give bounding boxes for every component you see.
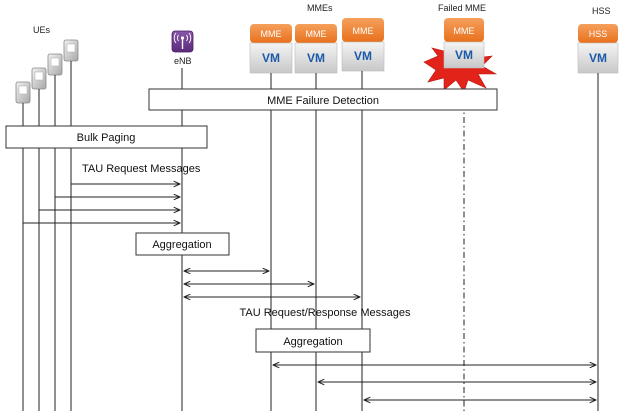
svg-text:VM: VM bbox=[262, 51, 280, 65]
failure-detection-label: MME Failure Detection bbox=[267, 95, 379, 107]
failed-mme-label: Failed MME bbox=[438, 3, 486, 13]
hss-node: HSS VM bbox=[577, 24, 619, 74]
ue-phone-icon bbox=[63, 39, 79, 62]
hss-label: HSS bbox=[592, 6, 611, 16]
svg-text:MME: MME bbox=[261, 29, 282, 39]
svg-text:HSS: HSS bbox=[589, 29, 608, 39]
aggregation-label-2: Aggregation bbox=[283, 336, 342, 348]
tau-request-label: TAU Request Messages bbox=[82, 163, 201, 175]
svg-text:VM: VM bbox=[455, 48, 473, 62]
enb-label: eNB bbox=[174, 56, 192, 66]
aggregation-box-1 bbox=[135, 232, 230, 256]
ue-phone-icon bbox=[15, 81, 31, 104]
tau-request-arrows bbox=[23, 184, 180, 223]
aggregation-box-2 bbox=[255, 328, 371, 353]
lifelines bbox=[22, 61, 599, 411]
tau-request-response-label: TAU Request/Response Messages bbox=[240, 307, 411, 319]
ue-phone-icon bbox=[31, 67, 47, 90]
bulk-paging-box bbox=[5, 125, 208, 149]
bulk-paging-label: Bulk Paging bbox=[77, 132, 136, 144]
ues-label: UEs bbox=[33, 25, 51, 35]
mme-node-1: MME VM bbox=[249, 24, 293, 74]
svg-text:VM: VM bbox=[589, 51, 607, 65]
svg-text:MME: MME bbox=[454, 26, 475, 36]
svg-text:VM: VM bbox=[354, 49, 372, 63]
failure-detection-box bbox=[148, 88, 498, 111]
mme-node-2: MME VM bbox=[294, 24, 338, 74]
mme-node-3: MME VM bbox=[341, 18, 385, 72]
svg-text:MME: MME bbox=[353, 26, 374, 36]
ue-phone-icon bbox=[47, 53, 63, 76]
enb-antenna-icon bbox=[171, 30, 194, 53]
mmes-label: MMEs bbox=[307, 3, 333, 13]
svg-text:VM: VM bbox=[307, 51, 325, 65]
mme-hss-arrows bbox=[273, 365, 596, 400]
failed-mme-node: MME VM bbox=[423, 18, 498, 93]
aggregation-label-1: Aggregation bbox=[152, 239, 211, 251]
svg-text:MME: MME bbox=[306, 29, 327, 39]
enb-mme-arrows bbox=[184, 271, 360, 297]
